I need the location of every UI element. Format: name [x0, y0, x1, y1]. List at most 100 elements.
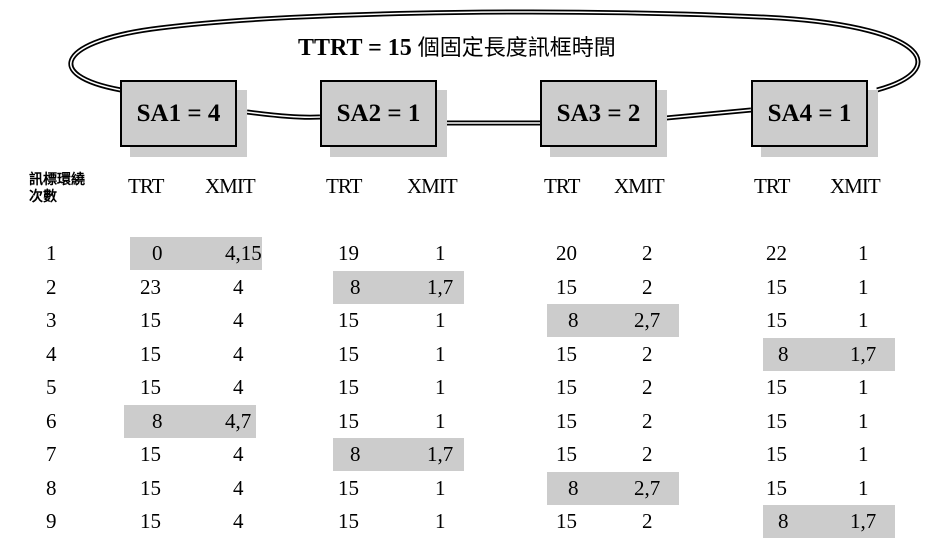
xmit-value: 2	[642, 408, 653, 433]
ttrt-value: TTRT = 15	[298, 35, 412, 61]
xmit-value: 1	[435, 375, 446, 399]
row-number: 9	[46, 509, 57, 533]
row-number: 2	[46, 274, 57, 299]
trt-value: 15	[556, 509, 577, 533]
trt-value: 8	[152, 408, 163, 433]
trt-value: 15	[556, 341, 577, 366]
trt-value: 15	[338, 475, 359, 500]
xmit-value: 1	[435, 475, 446, 500]
xmit-value: 2	[642, 341, 653, 366]
trt-value: 8	[350, 442, 361, 466]
xmit-value: 4,7	[225, 408, 252, 433]
column-header-trt: TRT	[326, 174, 362, 198]
trt-value: 15	[766, 274, 787, 299]
trt-value: 23	[140, 274, 161, 299]
ttrt-title: TTRT = 15 個固定長度訊框時間	[298, 30, 616, 62]
xmit-value: 1	[858, 308, 869, 332]
xmit-value: 1	[858, 442, 869, 466]
highlight-cell	[763, 337, 895, 371]
xmit-value: 1	[435, 408, 446, 433]
trt-value: 15	[766, 442, 787, 466]
trt-value: 15	[556, 274, 577, 299]
trt-value: 15	[140, 475, 161, 500]
trt-value: 15	[556, 375, 577, 399]
highlight-cell	[547, 304, 679, 337]
xmit-value: 4	[233, 308, 244, 332]
xmit-value: 4	[233, 475, 244, 500]
row-number: 3	[46, 308, 57, 332]
xmit-value: 4	[233, 509, 244, 533]
xmit-value: 2,7	[634, 308, 661, 332]
trt-value: 8	[778, 341, 789, 366]
trt-value: 8	[568, 475, 579, 500]
row-number: 7	[46, 442, 57, 466]
highlight-cell	[130, 237, 262, 270]
row-number: 8	[46, 475, 57, 500]
highlight-cell	[547, 471, 679, 505]
row-number: 6	[46, 408, 57, 433]
trt-value: 8	[568, 308, 579, 332]
trt-value: 15	[338, 341, 359, 366]
xmit-value: 1	[858, 475, 869, 500]
column-header-xmit: XMIT	[614, 174, 665, 198]
trt-value: 22	[766, 241, 787, 265]
highlight-cell	[124, 404, 256, 438]
row-number: 5	[46, 375, 57, 399]
xmit-value: 4	[233, 274, 244, 299]
row-number: 1	[46, 241, 57, 265]
trt-value: 15	[556, 442, 577, 466]
column-header-trt: TRT	[754, 174, 790, 198]
xmit-value: 2,7	[634, 475, 661, 500]
highlight-cell	[333, 270, 464, 304]
xmit-value: 1	[858, 375, 869, 399]
xmit-value: 2	[642, 375, 653, 399]
xmit-value: 2	[642, 442, 653, 466]
trt-value: 20	[556, 241, 577, 265]
xmit-value: 1	[435, 341, 446, 366]
trt-value: 15	[338, 308, 359, 332]
xmit-value: 1,7	[850, 509, 877, 533]
highlight-cell	[333, 438, 464, 471]
trt-value: 15	[338, 509, 359, 533]
xmit-value: 1	[435, 241, 446, 265]
trt-value: 15	[338, 375, 359, 399]
trt-value: 15	[766, 475, 787, 500]
xmit-value: 2	[642, 241, 653, 265]
xmit-value: 1,7	[427, 442, 454, 466]
column-header-trt: TRT	[544, 174, 580, 198]
column-header-trt: TRT	[128, 174, 164, 198]
xmit-value: 2	[642, 509, 653, 533]
trt-value: 19	[338, 241, 359, 265]
xmit-value: 1	[858, 274, 869, 299]
trt-value: 15	[766, 308, 787, 332]
xmit-value: 4	[233, 442, 244, 466]
trt-value: 8	[350, 274, 361, 299]
trt-value: 15	[140, 509, 161, 533]
column-header-xmit: XMIT	[407, 174, 458, 198]
column-header-xmit: XMIT	[205, 174, 256, 198]
trt-value: 15	[140, 442, 161, 466]
trt-value: 8	[778, 509, 789, 533]
xmit-value: 4,15	[225, 241, 262, 265]
trt-value: 15	[140, 375, 161, 399]
trt-value: 15	[338, 408, 359, 433]
xmit-value: 2	[642, 274, 653, 299]
xmit-value: 4	[233, 375, 244, 399]
xmit-value: 1,7	[850, 341, 877, 366]
trt-value: 15	[140, 341, 161, 366]
highlight-cell	[763, 505, 895, 538]
xmit-value: 1	[858, 241, 869, 265]
xmit-value: 1	[435, 308, 446, 332]
row-header: 訊標環繞次數	[29, 172, 85, 205]
row-number: 4	[46, 341, 57, 366]
